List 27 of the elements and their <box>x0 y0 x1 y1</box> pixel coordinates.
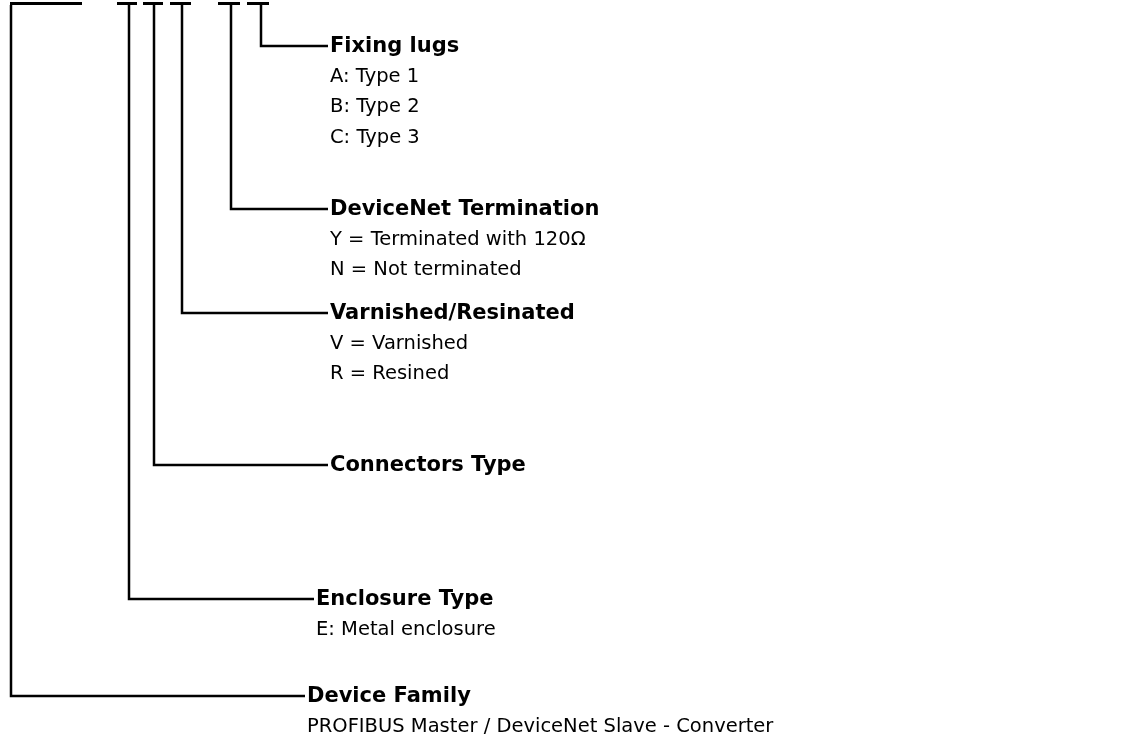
field-heading: Device Family <box>307 682 472 709</box>
leader-line <box>127 5 314 601</box>
code-position-bar <box>10 2 82 5</box>
field-heading: Connectors Type <box>330 451 526 478</box>
leader-line <box>259 5 328 48</box>
option-text: V = Varnished <box>330 329 470 356</box>
field-heading: Fixing lugs <box>330 32 460 59</box>
option-text: N = Not terminated <box>330 256 523 282</box>
code-position-bar <box>218 2 240 5</box>
option-text: E: Metal enclosure <box>316 615 496 642</box>
leader-line <box>152 5 328 467</box>
option-text: A: Type 1 <box>330 62 421 89</box>
option-text: R = Resined <box>330 360 451 386</box>
code-position-bar <box>143 2 163 5</box>
field-heading: Enclosure Type <box>316 585 495 612</box>
code-position-bar <box>247 2 269 5</box>
option-text: PROFIBUS Master / DeviceNet Slave - Converter <box>307 712 774 739</box>
leader-line <box>9 5 305 698</box>
leader-line <box>180 5 328 315</box>
code-position-bar <box>117 2 137 5</box>
option-text: C: Type 3 <box>330 123 421 150</box>
option-text: Y = Terminated with 120Ω <box>330 225 587 252</box>
code-position-bar <box>170 2 191 5</box>
field-heading: Varnished/Resinated <box>330 299 575 326</box>
field-heading: DeviceNet Termination <box>330 195 600 222</box>
option-text: B: Type 2 <box>330 93 421 119</box>
leader-line <box>229 5 328 211</box>
